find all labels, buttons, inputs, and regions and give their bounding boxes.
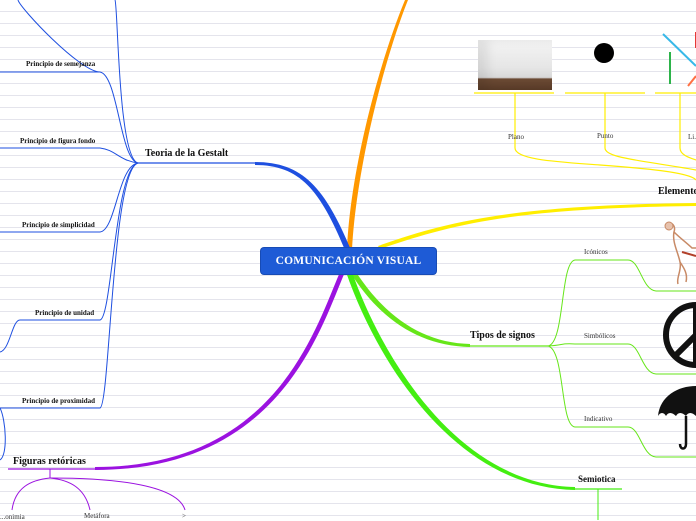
subtopic-simplicidad[interactable]: Principio de simplicidad [22,221,95,229]
subtopic-more[interactable]: > [182,512,186,520]
linea-image [660,28,696,90]
connector-elementos [378,203,696,249]
topic-gestalt[interactable]: Teoria de la Gestalt [145,148,228,159]
subtopic-linea[interactable]: Li... [688,133,696,141]
connector-signos [350,272,470,347]
subtopic-indicativo[interactable]: Indicativo [584,415,612,423]
subtopic-proximidad[interactable]: Principio de proximidad [22,397,95,405]
central-topic[interactable]: COMUNICACIÓN VISUAL [261,248,436,274]
connector-top-orange [347,0,408,250]
subtopic-simbolicos[interactable]: Simbólicos [584,332,616,340]
umbrella-icon [658,384,696,454]
topic-figuras[interactable]: Figuras retóricas [13,456,86,467]
central-topic-label: COMUNICACIÓN VISUAL [276,255,422,267]
peace-symbol-icon [660,300,696,370]
topic-elementos[interactable]: Elemento [658,186,696,197]
iconic-figure-image [658,218,696,286]
subtopic-iconicos[interactable]: Icónicos [584,248,608,256]
topic-signos[interactable]: Tipos de signos [470,330,535,341]
subtopic-plano[interactable]: Plano [508,133,524,141]
subtopic-unidad[interactable]: Principio de unidad [35,309,94,317]
subtopic-figura-fondo[interactable]: Principio de figura fondo [20,137,95,145]
connector-gestalt [255,162,351,250]
plano-image [478,40,552,90]
connector-figuras [95,272,345,470]
subtopic-punto[interactable]: Punto [597,132,613,140]
subtopic-metafora[interactable]: Metáfora [84,512,110,520]
subtopic-semejanza[interactable]: Principio de semejanza [26,60,95,68]
punto-image [590,40,618,68]
topic-semiotica[interactable]: Semiotica [578,474,616,484]
